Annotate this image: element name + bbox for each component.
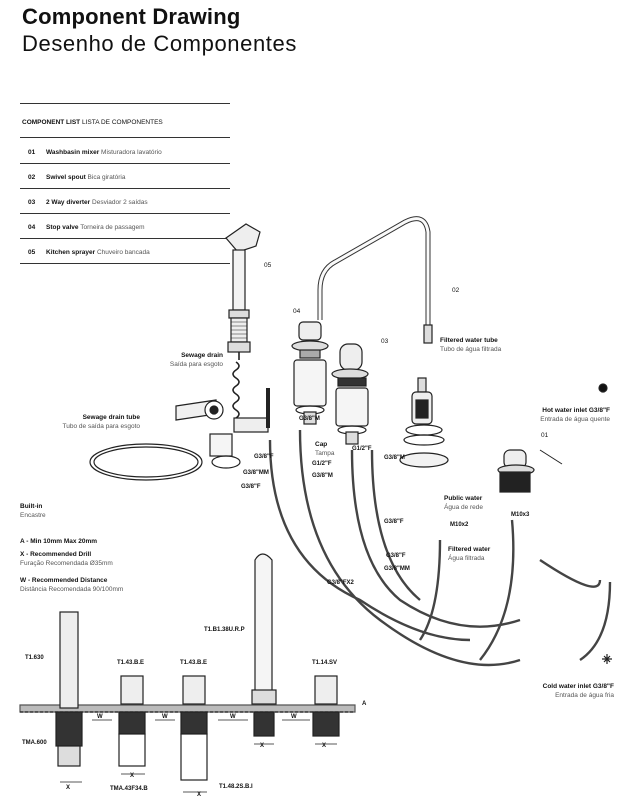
callout-03: 03 bbox=[381, 338, 389, 345]
fitting-label: G3/8"FX2 bbox=[327, 580, 354, 586]
fitting-label: G1/2"F bbox=[312, 461, 332, 467]
fitting-label: G3/8"MM bbox=[384, 566, 410, 572]
fitting-label: G3/8"F bbox=[384, 519, 404, 525]
divider bbox=[20, 238, 230, 239]
fitting-label: G3/8"F bbox=[241, 484, 261, 490]
callout-05: 05 bbox=[264, 262, 272, 269]
dot-icon bbox=[598, 383, 608, 393]
sewage-tube-icon bbox=[89, 443, 203, 481]
fitting-label: G3/8"M bbox=[312, 473, 333, 479]
callout-01: 01 bbox=[541, 432, 549, 439]
part-code: TMA.43F34.B bbox=[110, 786, 148, 792]
divider bbox=[20, 263, 230, 264]
divider bbox=[20, 137, 230, 138]
fitting-label: M10x2 bbox=[450, 522, 469, 528]
filter-cartridge-icon bbox=[399, 377, 449, 468]
divider bbox=[20, 103, 230, 104]
page-subtitle: Desenho de Componentes bbox=[22, 31, 297, 56]
stop-valve-icon bbox=[291, 321, 329, 425]
fitting-label: M10x3 bbox=[511, 512, 530, 518]
dimension-x: X bbox=[197, 792, 202, 798]
part-code: TMA.600 bbox=[22, 740, 47, 746]
part-code: T1.48.2S.B.I bbox=[219, 784, 253, 790]
fitting-label: G3/8"M bbox=[384, 455, 405, 461]
kitchen-sprayer-icon bbox=[225, 223, 261, 419]
fitting-label: G3/8"MM bbox=[243, 470, 269, 476]
snowflake-icon bbox=[602, 654, 612, 664]
divider bbox=[20, 213, 230, 214]
hose-icon bbox=[268, 429, 612, 667]
page-title: Component Drawing bbox=[22, 4, 241, 29]
washbasin-mixer-icon bbox=[497, 449, 563, 493]
dimension-x: X bbox=[322, 743, 327, 749]
dimension-w: W bbox=[291, 714, 297, 720]
part-code: T1.43.B.E bbox=[117, 660, 145, 666]
fitting-label: G3/8"F bbox=[254, 454, 274, 460]
dimension-x: X bbox=[260, 743, 265, 749]
dimension-w: W bbox=[97, 714, 103, 720]
dimension-x: X bbox=[66, 785, 71, 791]
dimension-w: W bbox=[230, 714, 236, 720]
dimension-x: X bbox=[130, 773, 135, 779]
fitting-label: G3/8"M bbox=[299, 416, 320, 422]
diverter-icon bbox=[331, 343, 369, 445]
divider bbox=[20, 188, 230, 189]
callout-02: 02 bbox=[452, 287, 460, 294]
component-list-heading: COMPONENT LIST LISTA DE COMPONENTES bbox=[22, 119, 163, 126]
part-code: T1.43.B.E bbox=[180, 660, 208, 666]
callout-04: 04 bbox=[293, 308, 301, 315]
part-code: T1.B1.38U.R.P bbox=[204, 627, 245, 633]
fitting-label: G1/2"F bbox=[352, 446, 372, 452]
fitting-label: G3/8"F bbox=[386, 553, 406, 559]
installation-section-icon bbox=[19, 553, 356, 793]
a-note: A - Min 10mm Max 20mm bbox=[20, 538, 98, 545]
swivel-spout-icon bbox=[317, 216, 433, 344]
sewage-drain-icon bbox=[175, 388, 270, 469]
divider bbox=[20, 163, 230, 164]
dimension-a: A bbox=[362, 701, 367, 707]
part-code: T1.14.SV bbox=[312, 660, 338, 666]
dimension-w: W bbox=[162, 714, 168, 720]
part-code: T1.630 bbox=[25, 655, 44, 661]
